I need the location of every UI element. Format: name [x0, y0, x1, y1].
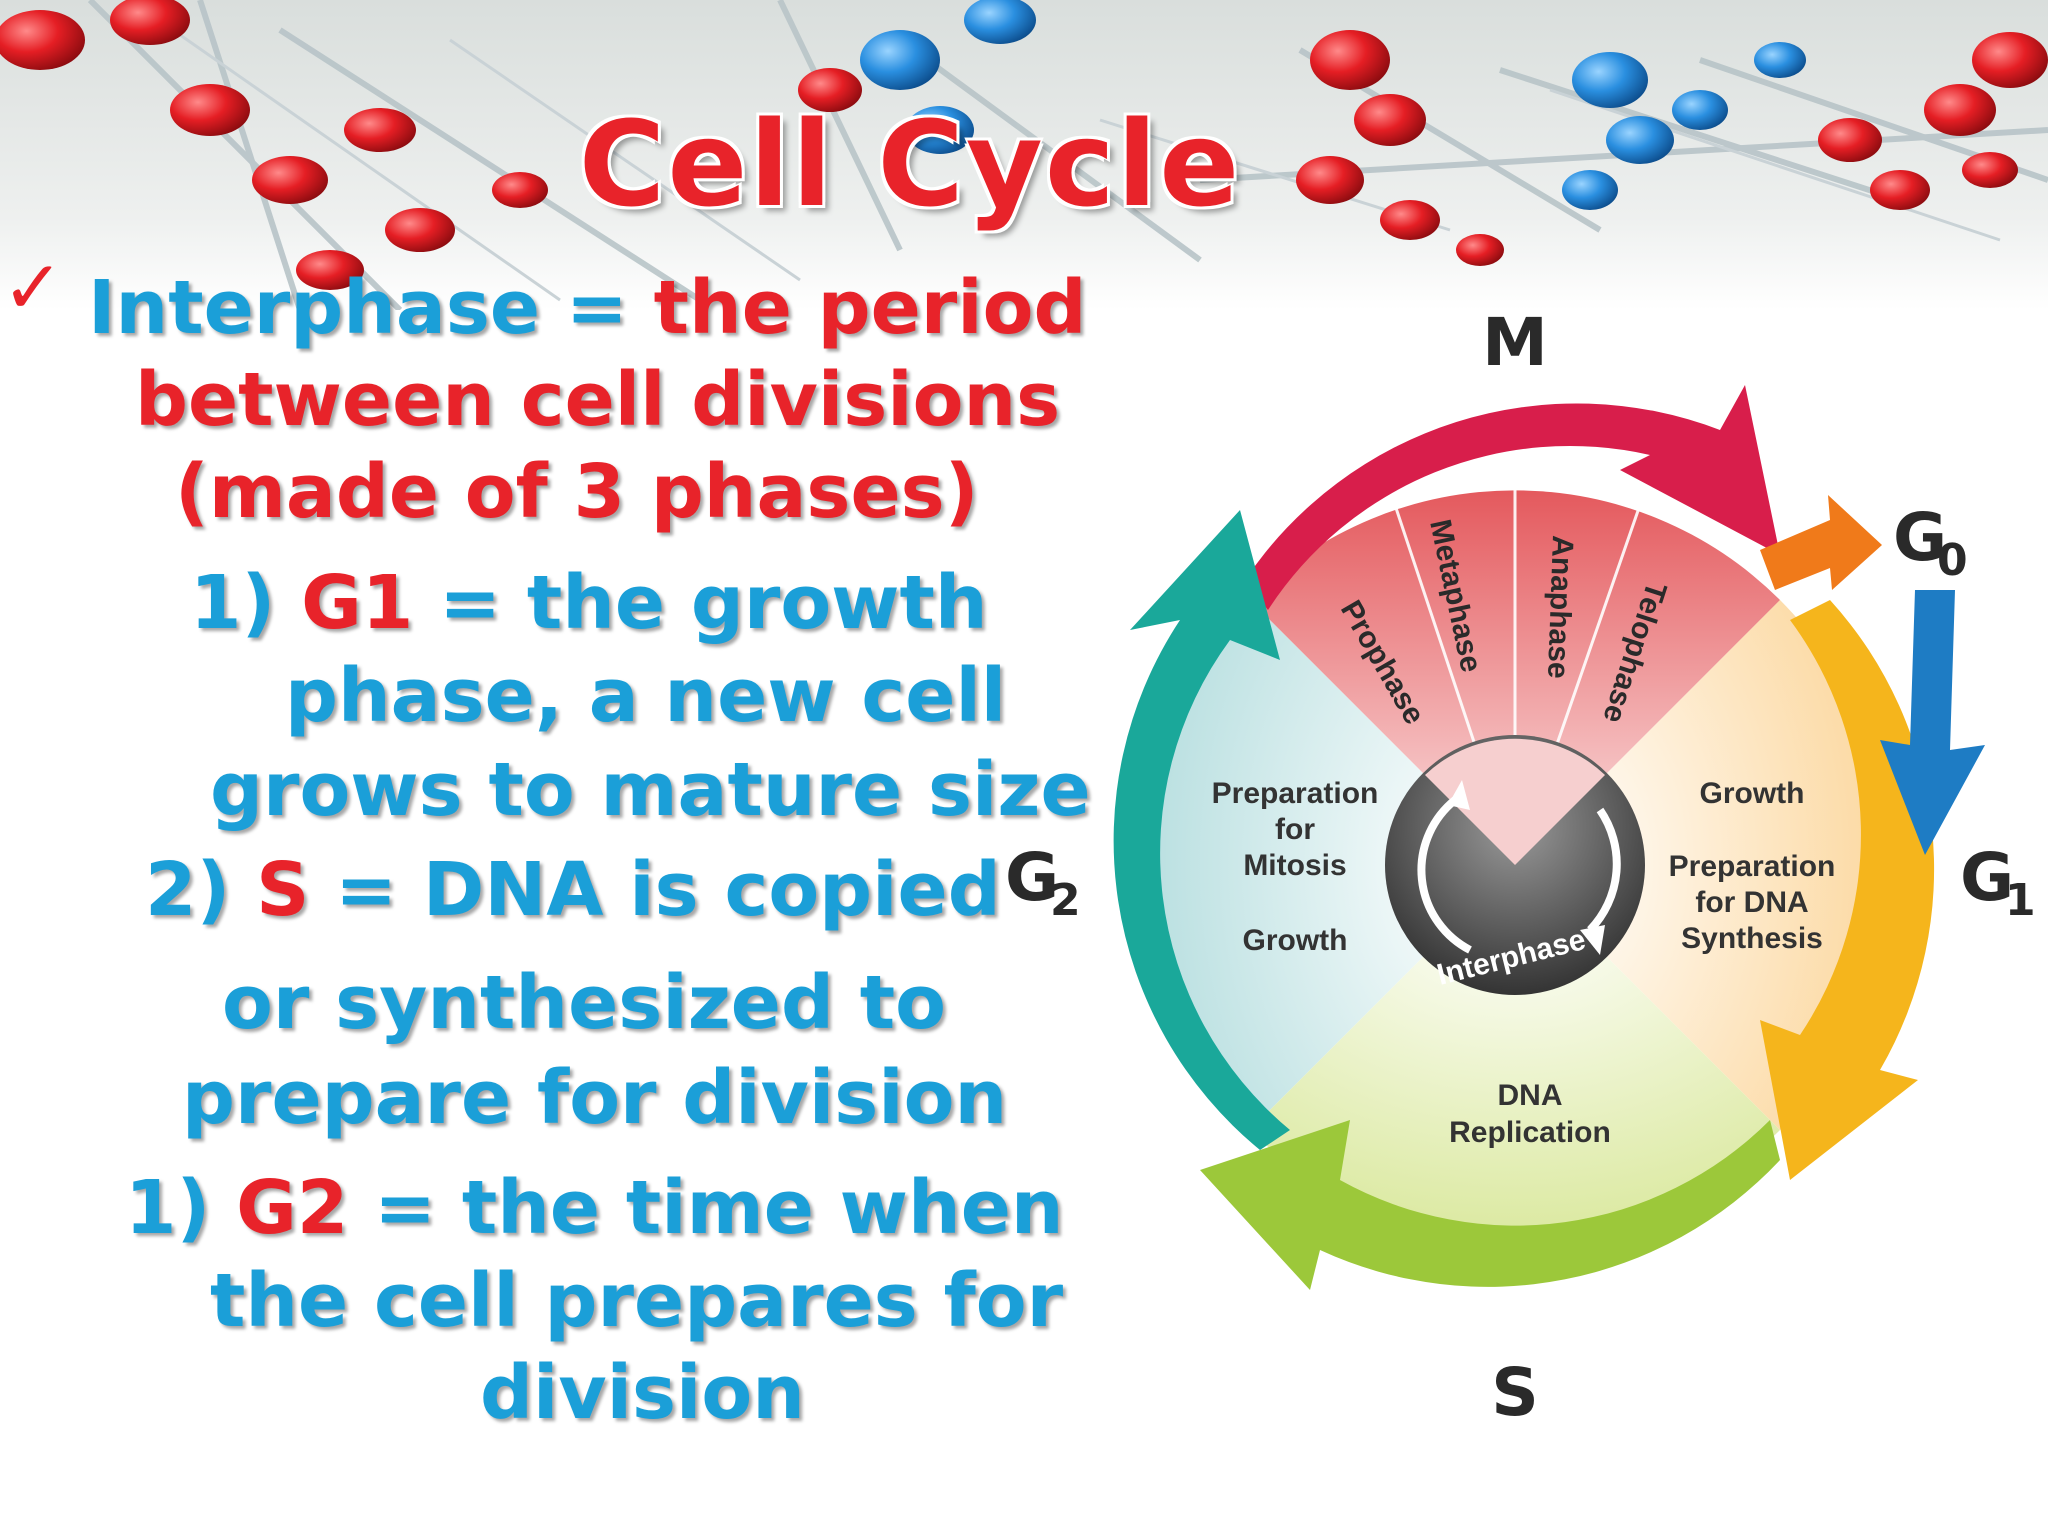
definition-part-2: between cell divisions	[135, 357, 1061, 443]
g0-side-arrow	[1760, 495, 1882, 590]
m-label: M	[1482, 304, 1548, 381]
g1-definition-3: grows to mature size	[210, 747, 1091, 833]
g1-sector	[1515, 600, 1890, 1130]
g2-definition-1: = the time when	[374, 1165, 1064, 1251]
g1-text-line-1: Growth	[1700, 777, 1805, 810]
g1-line-1: 1) G1 = the growth	[190, 560, 988, 646]
s-label: S	[1491, 1354, 1539, 1431]
s-text-line-2: Replication	[1449, 1116, 1611, 1149]
item-number: 2)	[145, 847, 231, 933]
dna-banner-image	[0, 0, 2048, 310]
g0-return-arrow	[1880, 590, 1985, 855]
g2-text-line-2: for	[1275, 813, 1315, 846]
g1-text-line-3: for DNA	[1695, 886, 1808, 919]
g2-definition-3: division	[480, 1350, 805, 1436]
s-text-line-1: DNA	[1498, 1079, 1563, 1112]
g2-label: G 2	[1005, 839, 1081, 926]
definition-part-1: the period	[653, 265, 1087, 351]
g0-label: G 0	[1893, 499, 1968, 586]
g2-term: G2	[236, 1165, 349, 1251]
s-arc-arrow	[1200, 1120, 1780, 1290]
definition-part-3: (made of 3 phases)	[175, 449, 979, 535]
svg-text:G: G	[1005, 839, 1059, 916]
g1-text-line-4: Synthesis	[1681, 922, 1823, 955]
g2-sector	[1140, 600, 1515, 1130]
g1-text-line-2: Preparation	[1669, 850, 1836, 883]
interphase-term: Interphase	[88, 265, 541, 351]
cell-cycle-diagram: Interphase M G 0 G 1 G 2 S Prophase Meta…	[1005, 304, 2036, 1431]
g2-line-1: 1) G2 = the time when	[125, 1165, 1064, 1251]
s-line-1: 2) S = DNA is copied	[145, 847, 1001, 933]
svg-text:0: 0	[1937, 535, 1968, 586]
m-arc-arrow	[1245, 385, 1780, 610]
s-definition-1: = DNA is copied	[335, 847, 1001, 933]
checkmark-icon: ✓	[2, 245, 65, 331]
bullet-line-1: Interphase = the period	[88, 265, 1086, 351]
g1-label: G 1	[1960, 839, 2036, 926]
g1-definition-2: phase, a new cell	[285, 653, 1007, 739]
s-sector	[1250, 865, 1780, 1240]
svg-text:G: G	[1960, 839, 2014, 916]
slide-title: Cell Cycle	[578, 95, 1242, 233]
g2-arc-arrow	[1113, 510, 1290, 1150]
svg-text:G: G	[1893, 499, 1947, 576]
anaphase-label: Anaphase	[1541, 535, 1579, 679]
g2-text-line-3: Mitosis	[1243, 849, 1346, 882]
g2-definition-2: the cell prepares for	[210, 1258, 1064, 1344]
s-definition-3: prepare for division	[182, 1055, 1008, 1141]
g1-term: G1	[301, 560, 414, 646]
svg-text:2: 2	[1050, 875, 1081, 926]
g2-text-line-1: Preparation	[1212, 777, 1379, 810]
equals-sign: =	[565, 265, 628, 351]
item-number: 1)	[125, 1165, 211, 1251]
item-number: 1)	[190, 560, 276, 646]
s-term: S	[256, 847, 310, 933]
s-definition-2: or synthesized to	[222, 960, 946, 1046]
svg-text:1: 1	[2005, 875, 2036, 926]
g2-text-line-4: Growth	[1243, 924, 1348, 957]
g1-definition-1: = the growth	[439, 560, 988, 646]
